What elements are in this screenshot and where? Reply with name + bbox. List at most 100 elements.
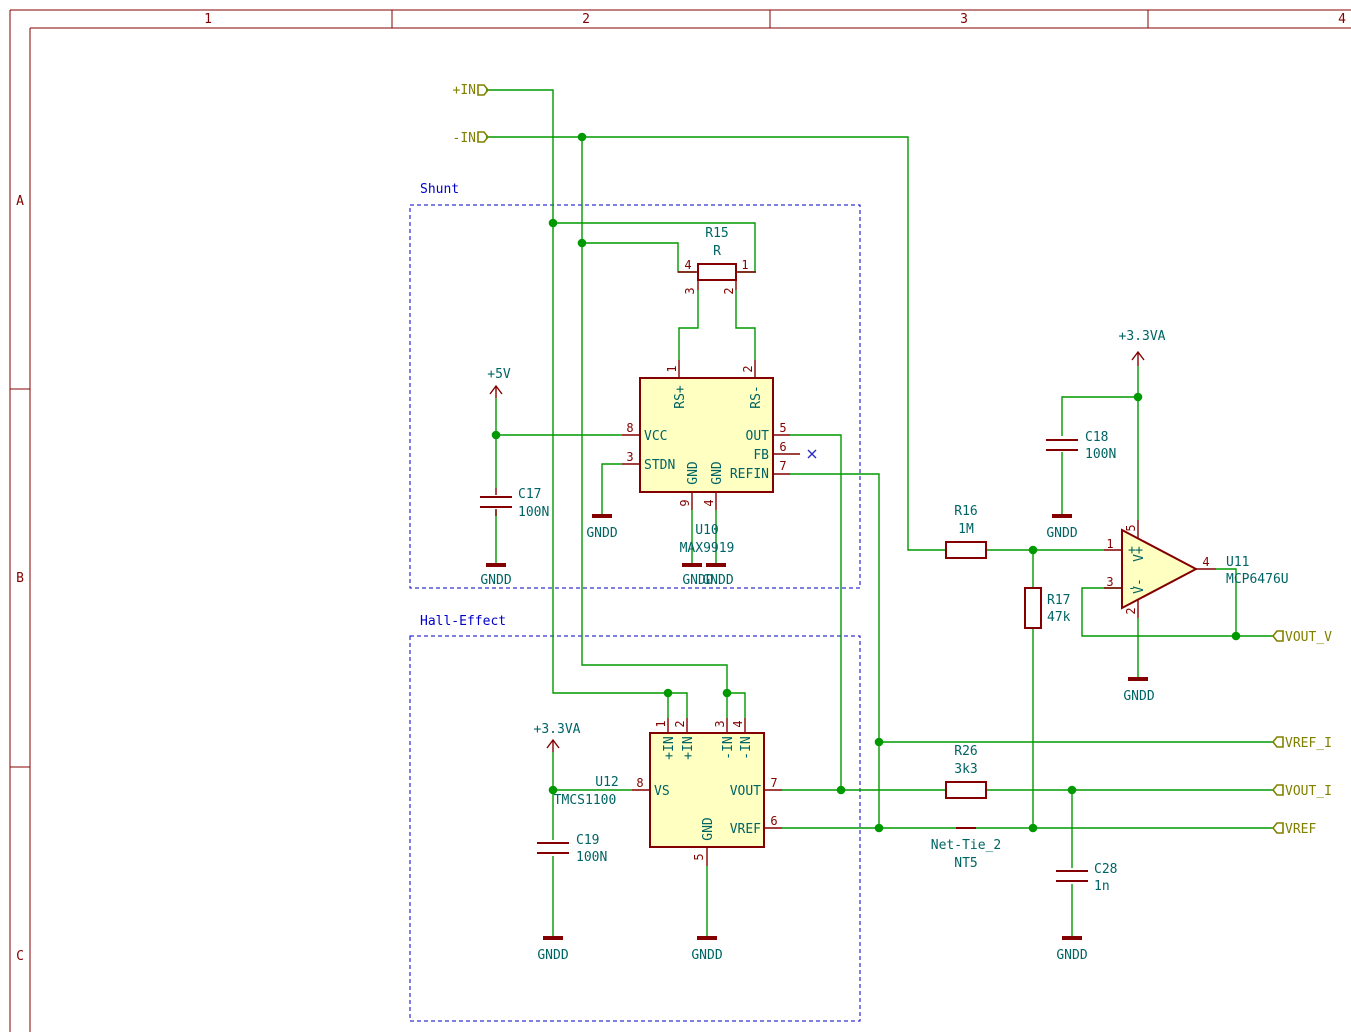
- u11-minus-sign: -: [1128, 581, 1136, 596]
- junction-dot: [663, 688, 673, 698]
- r26-value: 3k3: [954, 762, 977, 777]
- r15-value: R: [713, 244, 721, 259]
- global-label-in-plus[interactable]: +IN: [453, 83, 490, 98]
- power-3v3a-hall[interactable]: +3.3VA: [534, 722, 581, 752]
- capacitor-c18[interactable]: C18 100N: [1046, 430, 1116, 462]
- ground-c19[interactable]: GNDD: [537, 936, 569, 963]
- opamp-u11[interactable]: 1 3 4 5 2 + - V+ V- U11 MCP6476U: [1104, 520, 1289, 618]
- ic-u12[interactable]: 1 2 3 4 8 7 6 5 +IN +IN -IN -IN VS VOUT …: [554, 718, 782, 866]
- junction-dot: [577, 132, 587, 142]
- ground-c28-text: GNDD: [1056, 948, 1087, 963]
- global-label-vout-v[interactable]: VOUT_V: [1271, 630, 1332, 645]
- ground-u11[interactable]: GNDD: [1123, 677, 1155, 704]
- c19-ref: C19: [576, 833, 599, 848]
- row-marker-b: B: [16, 571, 24, 586]
- r17-value: 47k: [1047, 610, 1071, 625]
- ground-c18[interactable]: GNDD: [1046, 514, 1078, 541]
- u10-pin-name-rs-minus: RS-: [749, 385, 764, 408]
- u10-pin-name-gnd-4: GND: [710, 461, 725, 485]
- capacitor-c19[interactable]: C19 100N: [537, 833, 607, 865]
- column-marker-2: 2: [582, 12, 590, 27]
- ground-c17[interactable]: GNDD: [480, 563, 512, 588]
- u11-pin-name-vminus: V-: [1132, 578, 1147, 594]
- u12-pin-name-vs: VS: [654, 784, 670, 799]
- u10-pin-name-rs-plus: RS+: [673, 385, 688, 409]
- r15-pin-1: 1: [741, 258, 748, 272]
- resistor-r15[interactable]: R15 R 4 1 3 2: [678, 226, 756, 295]
- c28-ref: C28: [1094, 862, 1117, 877]
- global-label-vout-v-text: VOUT_V: [1285, 630, 1332, 645]
- global-label-in-plus-text: +IN: [453, 83, 476, 98]
- resistor-r26[interactable]: R26 3k3: [945, 744, 987, 799]
- junction-dot: [1067, 785, 1077, 795]
- ground-u12[interactable]: GNDD: [691, 936, 723, 963]
- power-3v3a-hall-text: +3.3VA: [534, 722, 581, 737]
- junction-dot: [874, 823, 884, 833]
- r15-ref: R15: [705, 226, 728, 241]
- u10-pin-6: 6: [779, 440, 786, 454]
- nt5-ref: NT5: [954, 856, 977, 871]
- resistor-r16[interactable]: R16 1M: [945, 504, 987, 559]
- c18-value: 100N: [1085, 447, 1116, 462]
- junction-dot: [577, 238, 587, 248]
- junction-dot: [722, 688, 732, 698]
- u11-value: MCP6476U: [1226, 572, 1289, 587]
- u11-pin-3: 3: [1106, 575, 1113, 589]
- r15-pin-3: 3: [683, 287, 697, 294]
- u12-pin-name-in3: -IN: [721, 736, 736, 759]
- u12-pin-2: 2: [673, 720, 687, 727]
- junction-dot: [1028, 823, 1038, 833]
- ground-u10-pin9[interactable]: GNDD: [682, 563, 714, 588]
- shunt-group: Shunt: [409, 182, 861, 589]
- u11-pin-4: 4: [1202, 555, 1209, 569]
- c19-value: 100N: [576, 850, 607, 865]
- ground-u10-pin4-text: GNDD: [702, 573, 733, 588]
- u10-pin-name-refin: REFIN: [730, 467, 769, 482]
- u12-ref: U12: [595, 775, 618, 790]
- u10-pin-7: 7: [779, 459, 786, 473]
- u10-pin-name-gnd-9: GND: [686, 461, 701, 485]
- ground-c17-text: GNDD: [480, 573, 511, 588]
- junctions: [491, 132, 1241, 833]
- shunt-group-title: Shunt: [420, 182, 459, 197]
- u10-pin-name-stdn: STDN: [644, 458, 675, 473]
- u12-value: TMCS1100: [554, 793, 617, 808]
- ic-u10[interactable]: 1 2 8 3 5 6 7 9 4 RS+ RS- VCC STDN OUT F…: [622, 360, 817, 556]
- u10-pin-9: 9: [678, 499, 692, 506]
- ground-u11-text: GNDD: [1123, 689, 1154, 704]
- u10-pin-name-vcc: VCC: [644, 429, 667, 444]
- net-tie-nt5[interactable]: Net-Tie_2 NT5: [931, 827, 1001, 871]
- global-label-vout-i[interactable]: VOUT_I: [1271, 784, 1332, 799]
- ground-c28[interactable]: GNDD: [1056, 936, 1088, 963]
- capacitor-c28[interactable]: C28 1n: [1056, 862, 1117, 894]
- nt5-value: Net-Tie_2: [931, 838, 1001, 853]
- global-label-vref[interactable]: VREF: [1271, 822, 1316, 837]
- u12-pin-name-in4: -IN: [739, 736, 754, 759]
- u12-pin-name-vout: VOUT: [730, 784, 761, 799]
- junction-dot: [1133, 392, 1143, 402]
- power-5v[interactable]: +5V: [487, 367, 511, 398]
- global-label-vout-i-text: VOUT_I: [1285, 784, 1332, 799]
- u12-pin-7: 7: [770, 776, 777, 790]
- global-label-in-minus-text: -IN: [453, 131, 476, 146]
- global-label-in-minus[interactable]: -IN: [453, 131, 490, 146]
- u11-pin-5: 5: [1124, 524, 1138, 531]
- r16-ref: R16: [954, 504, 977, 519]
- capacitor-c17[interactable]: C17 100N: [480, 487, 549, 520]
- ground-u12-text: GNDD: [691, 948, 722, 963]
- resistor-r17[interactable]: R17 47k: [1024, 587, 1071, 629]
- u12-pin-name-gnd: GND: [701, 817, 716, 841]
- ground-u10-pin4[interactable]: GNDD: [702, 563, 734, 588]
- global-label-vref-text: VREF: [1285, 822, 1316, 837]
- r16-value: 1M: [958, 522, 974, 537]
- u12-pin-6: 6: [770, 814, 777, 828]
- power-3v3a-opamp[interactable]: +3.3VA: [1119, 329, 1166, 366]
- global-label-vref-i[interactable]: VREF_I: [1271, 736, 1332, 751]
- power-5v-text: +5V: [487, 367, 511, 382]
- ground-stdn[interactable]: GNDD: [586, 514, 618, 541]
- u10-pin-1: 1: [665, 365, 679, 372]
- u12-pin-name-in1: +IN: [662, 736, 677, 759]
- c28-value: 1n: [1094, 879, 1110, 894]
- u10-value: MAX9919: [680, 541, 735, 556]
